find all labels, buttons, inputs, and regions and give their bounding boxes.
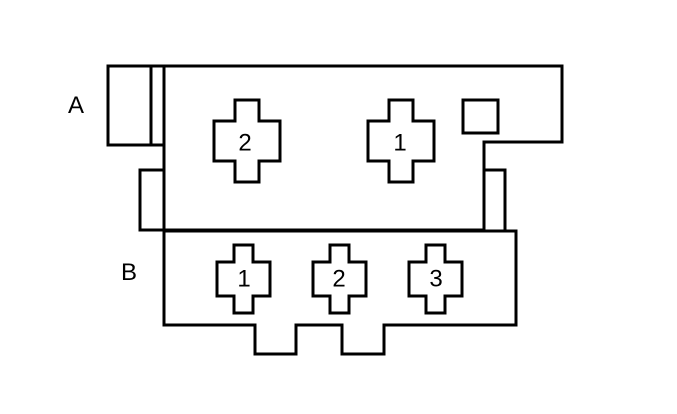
connector-b-pin-3-cavity bbox=[407, 243, 464, 315]
connector-a-pin-2-label: 2 bbox=[238, 130, 251, 157]
connector-a: A 2 1 bbox=[68, 64, 564, 232]
connector-b-pin-2-label: 2 bbox=[332, 266, 345, 293]
connector-a-pin-2-cavity bbox=[212, 98, 282, 184]
connector-a-pin-1-cavity bbox=[366, 98, 436, 184]
connector-a-key-square bbox=[461, 98, 500, 135]
connector-b: B 1 2 3 bbox=[121, 229, 518, 356]
connector-a-pin-1-label: 1 bbox=[393, 130, 406, 157]
connector-b-pin-1-cavity bbox=[215, 243, 272, 315]
connector-b-label: B bbox=[121, 259, 137, 286]
connector-a-label: A bbox=[68, 92, 84, 119]
connector-a-housing bbox=[106, 64, 564, 232]
connector-a-right-tab bbox=[484, 168, 507, 230]
connector-b-pin-1-label: 1 bbox=[237, 266, 250, 293]
connector-a-left-tab bbox=[138, 168, 164, 232]
connector-b-housing bbox=[162, 229, 518, 356]
connector-b-pin-2-cavity bbox=[311, 243, 368, 315]
connector-b-pin-3-label: 3 bbox=[429, 266, 442, 293]
